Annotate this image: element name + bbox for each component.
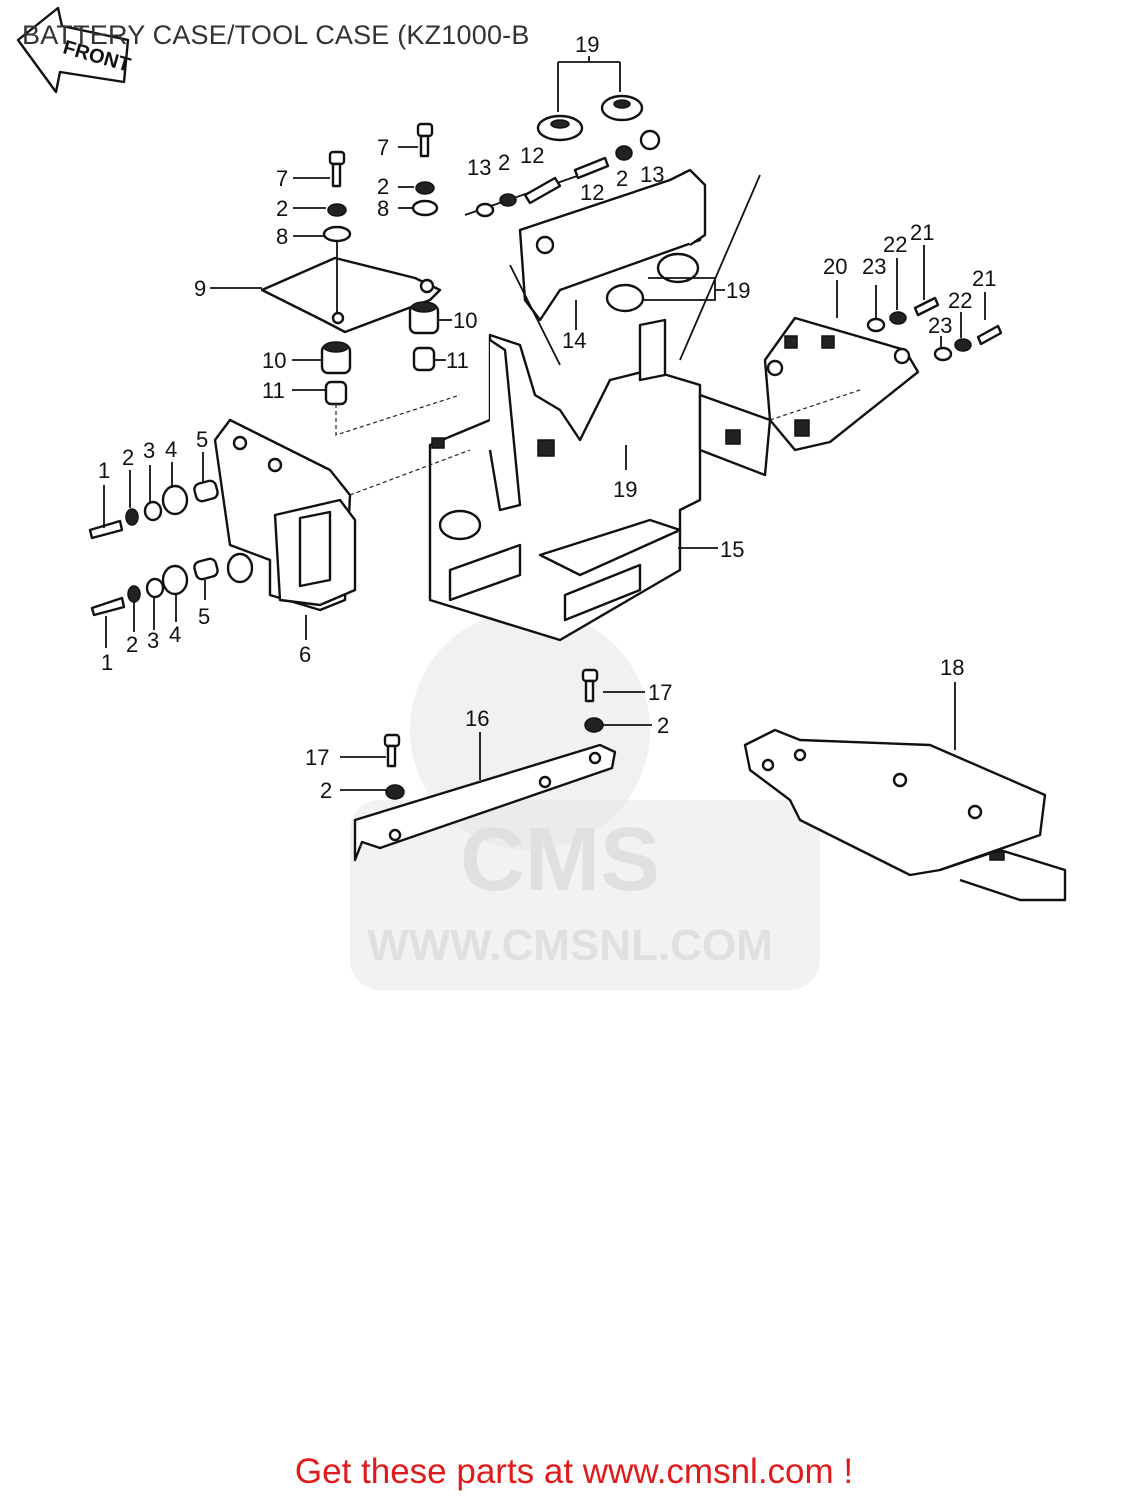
callout-labels: 19 7 13 2 12 12 2 13 7 2 8 2 8 9 10 10 1… [98,32,996,803]
callout-1: 1 [98,458,110,483]
callout-13: 13 [640,162,664,187]
callout-19: 19 [575,32,599,57]
page-title: BATTERY CASE/TOOL CASE (KZ1000-B [22,20,530,50]
watermark-url: WWW.CMSNL.COM [367,921,773,970]
part-top-bracket-14 [464,168,761,366]
callout-22: 22 [948,288,972,313]
part-left-bracket-6 [213,418,471,612]
callout-21: 21 [972,266,996,291]
part-battery-case-15 [428,318,772,642]
callout-17: 17 [305,745,329,770]
left-hardware [88,479,219,617]
callout-6: 6 [299,642,311,667]
callout-14: 14 [562,328,586,353]
callout-21: 21 [910,220,934,245]
callout-5: 5 [198,604,210,629]
part-plate-9 [260,240,442,334]
callout-13: 13 [467,155,491,180]
callout-7: 7 [377,135,389,160]
callout-19: 19 [726,278,750,303]
callout-8: 8 [276,224,288,249]
callout-11: 11 [446,348,469,373]
footer-link[interactable]: Get these parts at www.cmsnl.com ! [294,1452,854,1491]
part-bracket-16 [353,668,617,862]
callout-9: 9 [194,276,206,301]
callout-2: 2 [126,632,138,657]
callout-1: 1 [101,650,113,675]
callout-23: 23 [928,313,952,338]
callout-3: 3 [143,438,155,463]
callout-2: 2 [377,174,389,199]
callout-2: 2 [122,445,134,470]
callout-4: 4 [169,622,181,647]
callout-10: 10 [453,308,477,333]
callout-12: 12 [520,143,544,168]
callout-18: 18 [940,655,964,680]
callout-2: 2 [320,778,332,803]
callout-15: 15 [720,537,744,562]
part-dampers [320,301,461,436]
callout-8: 8 [377,196,389,221]
watermark-brand: CMS [460,810,660,910]
front-arrow: FRONT [16,6,133,94]
callout-12: 12 [580,180,604,205]
callout-17: 17 [648,680,672,705]
callout-7: 7 [276,166,288,191]
callout-4: 4 [165,437,177,462]
callout-5: 5 [196,427,208,452]
part-side-plate-20 [763,296,1003,452]
callout-20: 20 [823,254,847,279]
small-hardware-top [322,122,661,243]
callout-11: 11 [262,378,285,403]
callout-2: 2 [616,166,628,191]
callout-22: 22 [883,232,907,257]
callout-10: 10 [262,348,286,373]
callout-23: 23 [862,254,886,279]
callout-16: 16 [465,706,489,731]
part-tool-case-18 [743,728,1067,902]
callout-19: 19 [613,477,637,502]
callout-3: 3 [147,628,159,653]
leader-lines [103,56,986,791]
callout-2: 2 [498,150,510,175]
callout-2: 2 [276,196,288,221]
callout-2: 2 [657,713,669,738]
